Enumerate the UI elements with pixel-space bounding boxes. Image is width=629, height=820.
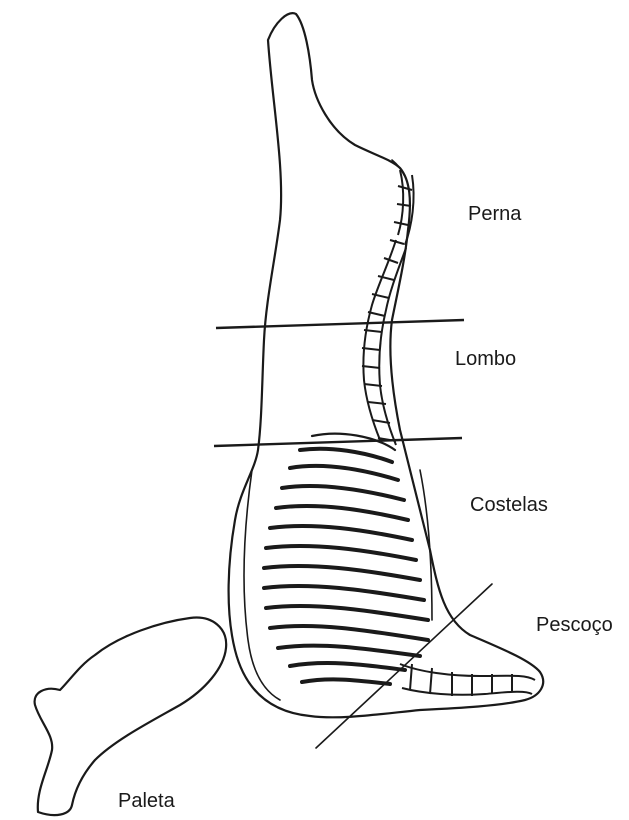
neck-vertebrae — [400, 664, 535, 696]
cut-line-lombo-costelas — [214, 438, 462, 446]
paleta-outline — [35, 618, 227, 816]
vertebral-column — [362, 170, 414, 445]
label-perna: Perna — [468, 203, 521, 226]
label-lombo: Lombo — [455, 348, 516, 371]
label-paleta: Paleta — [118, 790, 175, 813]
label-pescoco: Pescoço — [536, 614, 613, 637]
label-costelas: Costelas — [470, 494, 548, 517]
rib-cage — [244, 434, 432, 700]
cut-line-perna-lombo — [216, 320, 464, 328]
